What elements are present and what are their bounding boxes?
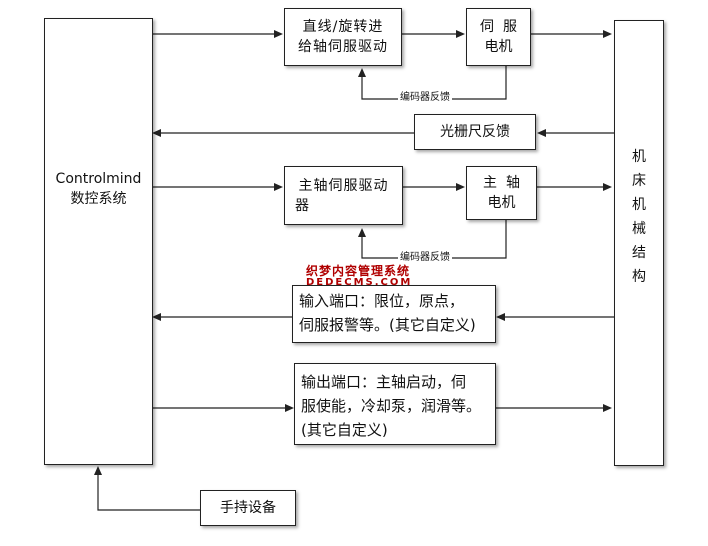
- spindle-motor-box: 主 轴 电机: [466, 166, 537, 220]
- cnc-system-box: Controlmind 数控系统: [44, 18, 153, 465]
- spindle-servo-drive-line1: 主轴伺服驱动: [298, 177, 389, 194]
- cnc-system-label-line2: 数控系统: [70, 191, 127, 207]
- spindle-servo-drive-line2: 器: [295, 197, 309, 214]
- input-port-line1: 输入端口：限位，原点，: [299, 292, 465, 310]
- machine-structure-box: 机 床 机 械 结 构: [614, 20, 664, 466]
- linear-servo-drive-line2: 给轴伺服驱动: [298, 39, 388, 55]
- machine-label-char-1: 机: [632, 149, 646, 165]
- output-port-box: 输出端口：主轴启动，伺 服使能，冷却泵，润滑等。 (其它自定义): [294, 363, 496, 445]
- machine-label-char-5: 结: [632, 245, 646, 261]
- input-port-box: 输入端口：限位，原点， 伺服报警等。(其它自定义): [292, 285, 496, 343]
- watermark-url: DEDECMS.COM: [306, 277, 413, 288]
- output-port-line3: (其它自定义): [301, 421, 388, 439]
- spindle-servo-drive-box: 主轴伺服驱动 器: [284, 166, 403, 225]
- linear-servo-drive-line1: 直线/旋转进: [302, 19, 384, 35]
- input-port-line2: 伺服报警等。(其它自定义): [299, 316, 476, 334]
- machine-label-char-3: 机: [632, 197, 646, 213]
- encoder-feedback-label-1: 编码器反馈: [398, 88, 452, 103]
- output-port-line1: 输出端口：主轴启动，伺: [301, 373, 467, 391]
- machine-label-char-2: 床: [632, 173, 646, 189]
- output-port-line2: 服使能，冷却泵，润滑等。: [301, 397, 482, 415]
- spindle-motor-line1: 主 轴: [483, 175, 520, 191]
- grating-feedback-box: 光栅尺反馈: [414, 114, 536, 150]
- servo-motor-box: 伺 服 电机: [466, 8, 531, 66]
- handheld-device-box: 手持设备: [200, 490, 296, 526]
- machine-label-char-6: 构: [632, 269, 646, 285]
- cnc-system-label-line1: Controlmind: [55, 171, 142, 187]
- encoder-feedback-label-2: 编码器反馈: [398, 248, 452, 263]
- machine-label-char-4: 械: [632, 221, 646, 237]
- watermark-text: 织梦内容管理系统: [306, 264, 411, 278]
- linear-servo-drive-box: 直线/旋转进 给轴伺服驱动: [284, 8, 402, 66]
- servo-motor-line2: 电机: [484, 39, 513, 55]
- servo-motor-line1: 伺 服: [480, 19, 517, 35]
- spindle-motor-line2: 电机: [487, 195, 516, 211]
